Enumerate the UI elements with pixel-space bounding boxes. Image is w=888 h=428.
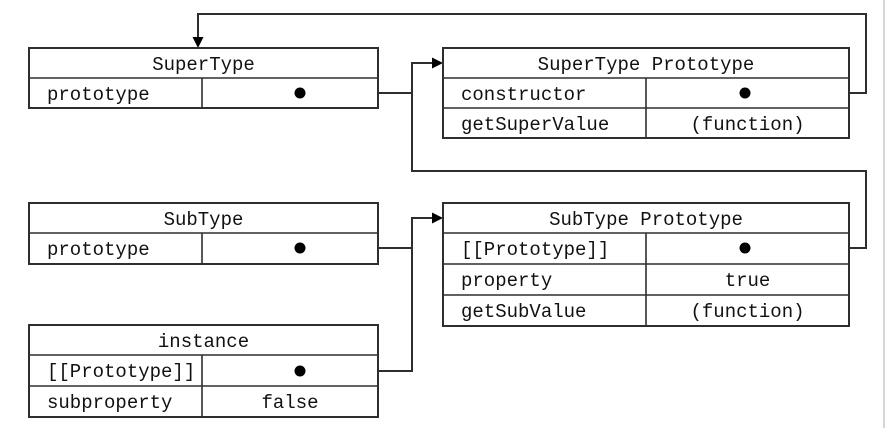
pointer-dot-supertype-prototype: [294, 87, 306, 99]
supertype-row-label: prototype: [47, 84, 150, 106]
supertype-prototype-title: SuperType Prototype: [538, 54, 755, 76]
subtype-box: SubType prototype: [28, 202, 379, 265]
getsupervalue-row-label: getSuperValue: [461, 114, 609, 136]
instance-box-outline: [28, 324, 379, 418]
property-row-value: true: [725, 270, 771, 292]
getsubvalue-row-label: getSubValue: [461, 301, 586, 323]
instance-title: instance: [158, 331, 249, 353]
proto-row-label: [[Prototype]]: [461, 239, 609, 261]
pointer-dot-instance-proto: [294, 365, 306, 377]
constructor-row-label: constructor: [461, 84, 586, 106]
getsupervalue-row-value: (function): [690, 114, 804, 136]
supertype-prototype-box: SuperType Prototype constructor getSuper…: [442, 47, 850, 139]
instance-box: instance [[Prototype]] subproperty false: [28, 324, 379, 418]
property-row-label: property: [461, 270, 552, 292]
subproperty-row-label: subproperty: [47, 392, 172, 414]
subproperty-row-value: false: [261, 392, 318, 414]
subtype-title: SubType: [164, 209, 244, 231]
instance-proto-row-label: [[Prototype]]: [47, 361, 195, 383]
arrowhead-into-supertype: [192, 37, 204, 48]
getsubvalue-row-value: (function): [690, 301, 804, 323]
pointer-dot-subtype-proto-link: [739, 242, 751, 254]
pointer-dot-constructor: [739, 87, 751, 99]
pointer-dot-subtype-prototype: [294, 242, 306, 254]
subtype-prototype-title: SubType Prototype: [549, 209, 743, 231]
arrowhead-into-supertype-prototype: [432, 57, 443, 69]
supertype-title: SuperType: [152, 54, 255, 76]
arrowhead-into-subtype-prototype: [432, 212, 443, 224]
supertype-box: SuperType prototype: [28, 47, 379, 109]
subtype-prototype-box: SubType Prototype [[Prototype]] property…: [442, 202, 850, 327]
subtype-row-label: prototype: [47, 239, 150, 261]
